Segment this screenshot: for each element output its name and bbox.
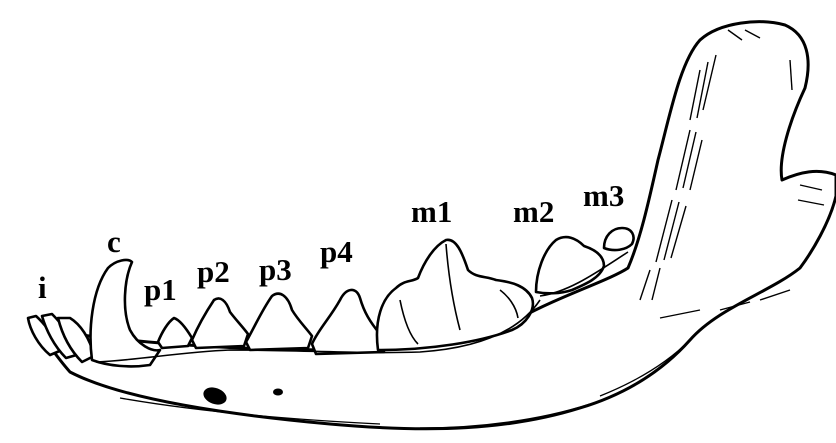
label-p1: p1: [144, 272, 177, 307]
label-p3: p3: [259, 252, 292, 287]
label-i: i: [38, 270, 47, 305]
premolar-1-tooth: [158, 318, 192, 348]
label-p2: p2: [197, 254, 230, 289]
label-p4: p4: [320, 234, 353, 269]
label-m3: m3: [583, 178, 624, 213]
premolar-2-tooth: [192, 299, 248, 349]
molar-3-tooth: [604, 228, 634, 250]
mental-foramen-small: [273, 389, 283, 396]
premolar-4-tooth: [312, 290, 384, 354]
premolar-3-tooth: [246, 294, 312, 350]
label-m1: m1: [411, 194, 452, 229]
label-m2: m2: [513, 194, 554, 229]
label-c: c: [107, 224, 121, 259]
